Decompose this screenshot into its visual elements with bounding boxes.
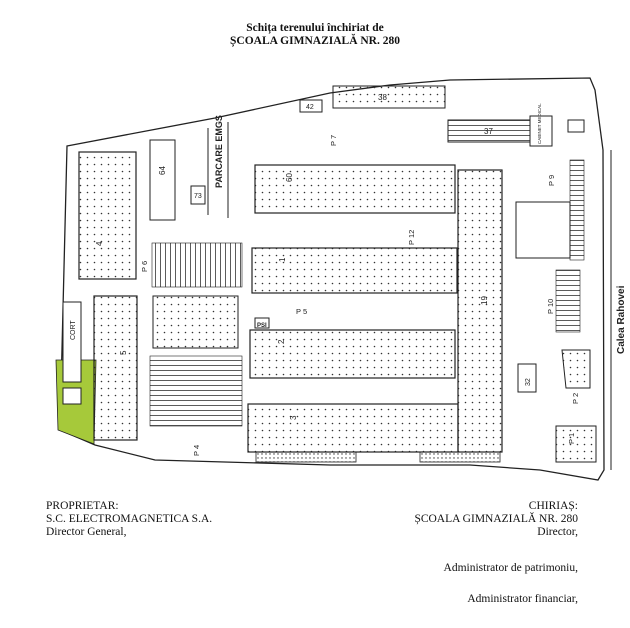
label-building-64: 64 [158,166,167,175]
label-p4: P 4 [192,445,201,456]
building-73 [190,185,206,205]
owner-name: S.C. ELECTROMAGNETICA S.A. [46,513,213,525]
building-4 [78,151,137,280]
label-p2: P 2 [571,393,580,404]
label-building-4: 4 [95,241,104,246]
parking-p9-court [515,201,571,259]
document-title: Schița terenului închiriat de [246,22,384,34]
parking-p9 [569,159,585,261]
label-p6: P 6 [140,261,149,272]
label-p5: P 5 [296,307,307,316]
label-cabinet-medical: CABINET MEDICAL [537,103,542,144]
tenant-name: ȘCOALA GIMNAZIALĂ NR. 280 [414,513,578,525]
label-building-19: 19 [480,296,489,305]
site-plan-map: 38 42 PARCARE EMGS 64 73 37 CABINET MEDI… [55,77,627,481]
label-building-42: 42 [306,104,314,111]
label-psi: PSI [257,323,267,329]
building-p1 [555,425,597,463]
building-19 [457,169,503,453]
label-building-5: 5 [119,350,128,355]
parking-p6 [151,242,243,288]
label-calea-rahovei: Calea Rahovei [616,285,627,354]
label-p1: P 1 [567,433,576,444]
label-building-32: 32 [525,378,532,386]
tenant-heading: CHIRIAȘ: [528,500,578,512]
owner-role: Director General, [46,526,127,538]
label-p10: P 10 [546,299,555,314]
label-building-1: 1 [278,257,287,262]
tenant-role-patrimony: Administrator de patrimoniu, [443,562,578,574]
label-building-37: 37 [484,127,493,136]
parking-p10 [555,269,581,333]
owner-heading: PROPRIETAR: [46,500,119,512]
building-p2 [561,349,591,389]
psi-box [254,317,270,329]
building-38 [332,85,446,109]
building-2 [249,329,456,379]
building-5 [93,295,138,441]
document-subtitle: ȘCOALA GIMNAZIALĂ NR. 280 [230,35,400,47]
inner-dotted-court [152,295,239,349]
tenant-role-director: Director, [537,526,578,538]
label-p7: P 7 [329,135,338,146]
small-building-left [62,387,82,405]
label-p9: P 9 [547,175,556,186]
cort-tent [62,301,82,383]
building-42 [299,99,323,113]
parking-p4 [149,355,243,427]
building-1 [251,247,458,294]
label-cort: CORT [70,320,77,340]
hatched-strip-1 [255,451,357,463]
building-3 [247,403,459,453]
building-64 [149,139,176,221]
label-building-2: 2 [277,339,286,344]
label-building-38: 38 [378,93,387,102]
tenant-role-financial: Administrator financiar, [467,593,578,605]
label-building-73: 73 [194,193,202,200]
small-building-top [567,119,585,133]
building-60 [254,164,456,214]
label-parcare-emgs: PARCARE EMGS [214,115,224,188]
hatched-strip-2 [419,451,501,463]
label-building-3: 3 [289,415,298,420]
cabinet-medical [529,115,553,147]
label-p12: P 12 [407,230,416,245]
building-32 [517,363,537,393]
label-building-60: 60 [285,173,294,182]
